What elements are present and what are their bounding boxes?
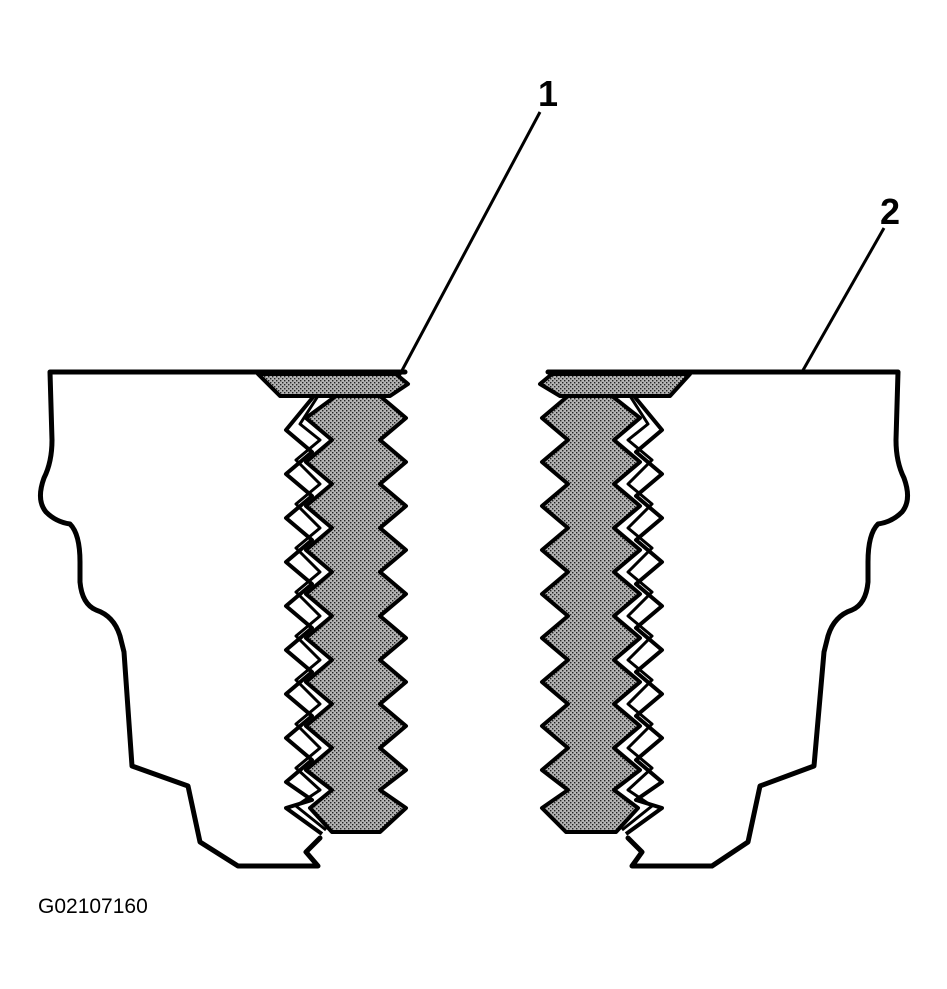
left-insert-collar: [256, 372, 410, 398]
callout-2-label: 2: [880, 191, 901, 232]
callout-1-label: 1: [538, 73, 559, 114]
right-housing-thread-inner: [621, 395, 654, 832]
right-insert-coil: [540, 394, 642, 834]
left-housing-thread-inner: [294, 395, 327, 832]
figure-id: G02107160: [38, 895, 148, 918]
callout-1-leader: [396, 111, 542, 379]
callout-2-leader: [800, 227, 886, 373]
right-insert-collar: [538, 372, 692, 398]
left-insert-coil: [304, 394, 408, 834]
